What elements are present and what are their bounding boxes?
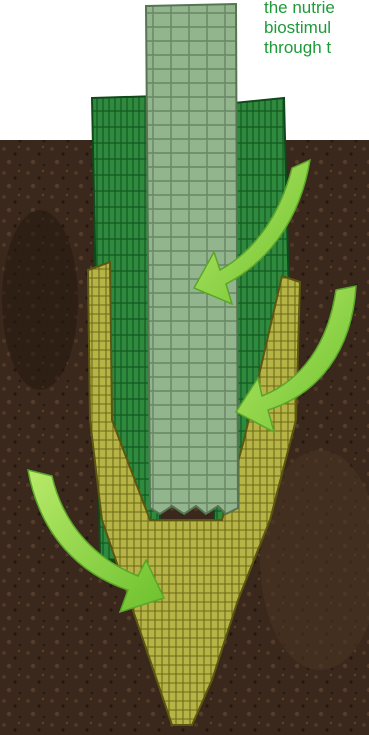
root-stele <box>146 4 238 514</box>
